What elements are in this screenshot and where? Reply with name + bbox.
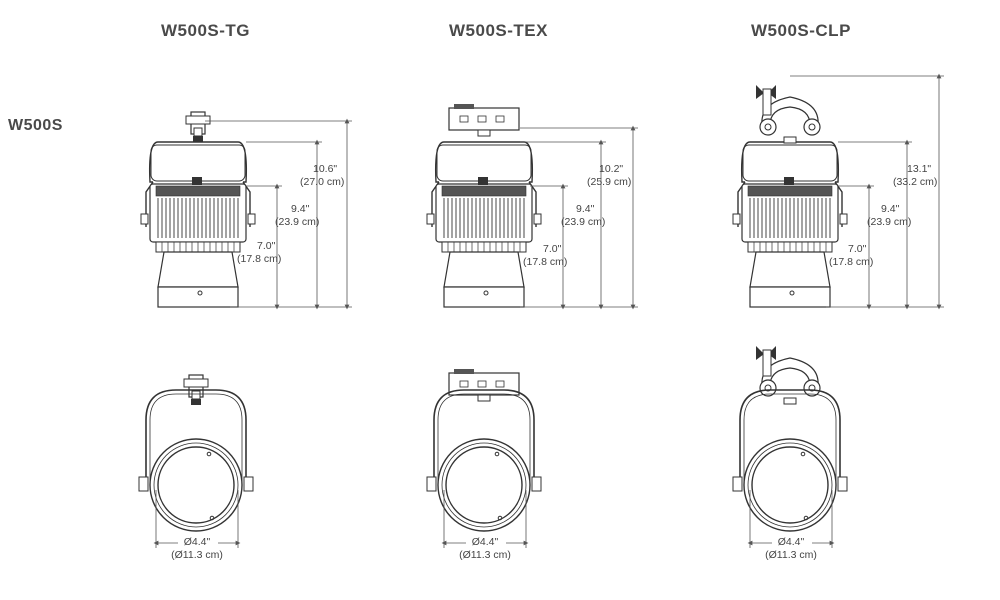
- dim-body-cm-tg: (23.9 cm): [275, 216, 319, 228]
- fixture-side-view-tg: [140, 111, 256, 308]
- dimension-lines-tg: [205, 118, 352, 310]
- dim-diameter-cm-tex: (Ø11.3 cm): [459, 549, 511, 561]
- dim-total-in-clp: 13.1": [907, 163, 931, 175]
- fixture-side-view-tex: [426, 103, 542, 308]
- row-label-w500s: W500S: [8, 117, 63, 134]
- dim-diameter-cm-clp: (Ø11.3 cm): [765, 549, 817, 561]
- dim-body-in-tex: 9.4": [576, 203, 595, 215]
- dim-total-in-tex: 10.2": [599, 163, 623, 175]
- dim-body-cm-clp: (23.9 cm): [867, 216, 911, 228]
- dim-diameter-in-tg: Ø4.4": [184, 536, 211, 548]
- dim-body-cm-tex: (23.9 cm): [561, 216, 605, 228]
- header-w500s-tex: W500S-TEX: [449, 21, 548, 40]
- header-w500s-tg: W500S-TG: [161, 21, 251, 40]
- dim-diameter-cm-tg: (Ø11.3 cm): [171, 549, 223, 561]
- dimension-lines-clp: [790, 73, 944, 310]
- dim-total-cm-tg: (27.0 cm): [300, 176, 344, 188]
- dim-pivot-in-tex: 7.0": [543, 243, 562, 255]
- dim-pivot-cm-clp: (17.8 cm): [829, 256, 873, 268]
- dim-body-in-tg: 9.4": [291, 203, 310, 215]
- dim-pivot-cm-tex: (17.8 cm): [523, 256, 567, 268]
- dimension-lines-tex: [520, 125, 638, 310]
- dim-diameter-in-tex: Ø4.4": [472, 536, 499, 548]
- dim-total-cm-clp: (33.2 cm): [893, 176, 937, 188]
- header-w500s-clp: W500S-CLP: [751, 21, 851, 40]
- dim-pivot-in-clp: 7.0": [848, 243, 867, 255]
- dim-pivot-cm-tg: (17.8 cm): [237, 253, 281, 265]
- dim-total-cm-tex: (25.9 cm): [587, 176, 631, 188]
- fixture-side-view-clp: [732, 84, 848, 308]
- dim-diameter-in-clp: Ø4.4": [778, 536, 805, 548]
- dim-body-in-clp: 9.4": [881, 203, 900, 215]
- dim-total-in-tg: 10.6": [313, 163, 337, 175]
- dim-pivot-in-tg: 7.0": [257, 240, 276, 252]
